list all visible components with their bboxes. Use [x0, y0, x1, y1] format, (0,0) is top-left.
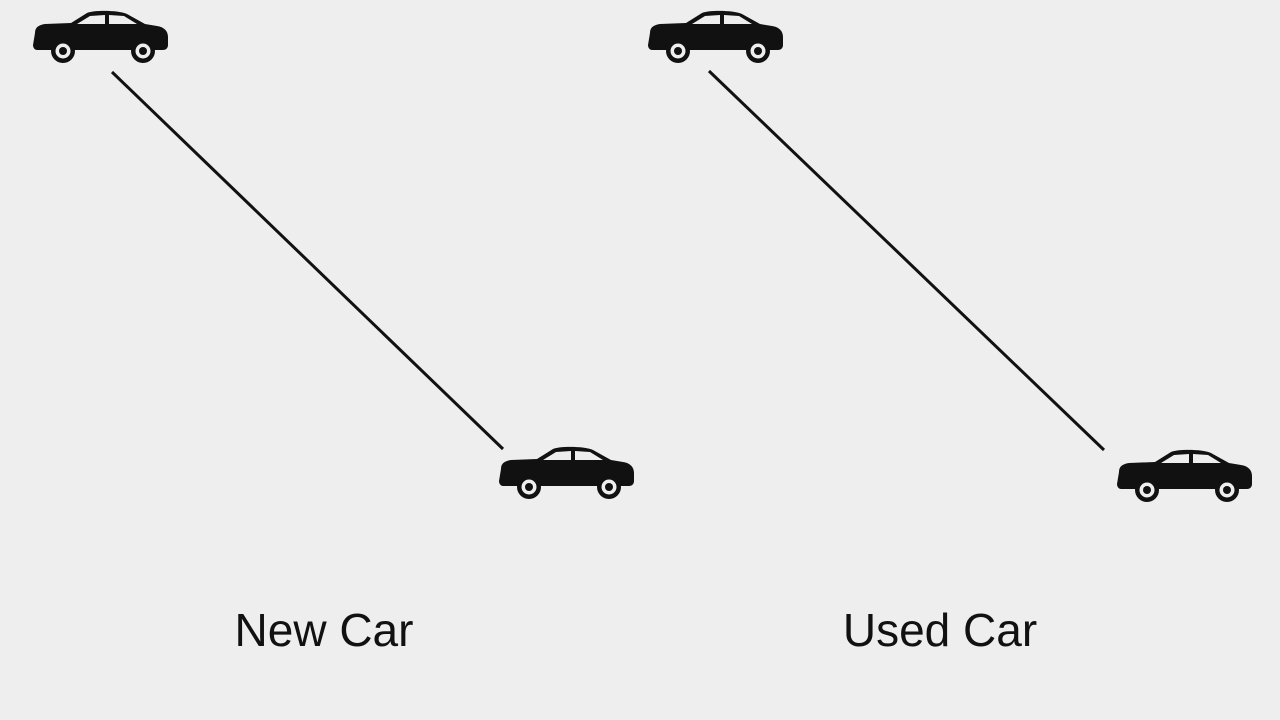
car-icon	[499, 446, 634, 499]
used-car-panel	[648, 10, 1252, 502]
new-car-panel	[33, 10, 634, 499]
car-icon	[648, 10, 783, 63]
used-car-depreciation-line	[707, 69, 1106, 452]
used-car-label: Used Car	[842, 604, 1038, 656]
new-car-label: New Car	[234, 604, 414, 656]
car-icon	[1117, 449, 1252, 502]
new-car-depreciation-line	[110, 70, 505, 451]
car-icon	[33, 10, 168, 63]
